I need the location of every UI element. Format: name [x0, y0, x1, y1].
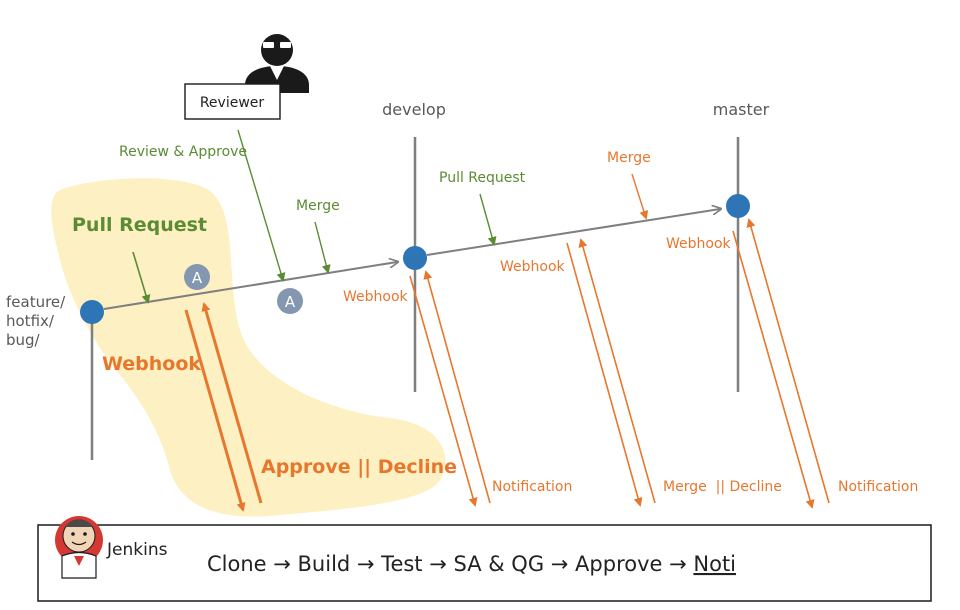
webhook-arrow-master — [732, 230, 815, 509]
webhook-label-mid: Webhook — [500, 259, 566, 275]
webhook-arrow-mid — [566, 242, 643, 507]
approval-badge: A — [184, 264, 210, 290]
feature-branch-label-2: hotfix/ — [6, 312, 55, 330]
feature-commit-node — [80, 300, 104, 324]
pipeline-steps: Clone → Build → Test → SA & QG → Approve… — [207, 552, 736, 576]
develop-to-master-arrow — [426, 209, 720, 256]
webhook-label-big: Webhook — [102, 353, 201, 375]
jenkins-pipeline-box — [37, 524, 932, 602]
review-approve-arrow — [237, 129, 286, 282]
pipeline-step-noti: Noti — [693, 552, 736, 576]
svg-text:A: A — [285, 293, 296, 311]
review-approve-label: Review & Approve — [119, 144, 247, 160]
merge-decline-arrow — [578, 238, 656, 504]
webhook-arrow-feature — [184, 309, 246, 512]
notification-arrow-develop — [423, 270, 491, 504]
svg-text:A: A — [192, 269, 203, 287]
notification-arrow-master — [746, 218, 830, 504]
jenkins-logo-icon — [55, 516, 103, 579]
merge-label-2: Merge — [607, 150, 651, 166]
jenkins-label: Jenkins — [106, 540, 168, 560]
pull-request-label-2: Pull Request — [439, 170, 526, 186]
develop-branch-label: develop — [382, 100, 446, 119]
merge-decline-label: Merge || Decline — [663, 479, 782, 495]
notification-label-develop: Notification — [492, 479, 572, 495]
merge-label-1: Merge — [296, 198, 340, 214]
approval-badge: A — [277, 288, 303, 314]
webhook-arrow-develop — [409, 275, 478, 507]
feature-branch-label-1: feature/ — [6, 293, 66, 311]
notification-label-master: Notification — [838, 479, 918, 495]
pull-request-arrow-2 — [479, 193, 497, 246]
approve-decline-label: Approve || Decline — [261, 456, 457, 478]
reviewer-label: Reviewer — [200, 95, 265, 111]
master-branch-label: master — [713, 100, 770, 119]
feature-highlight-area — [51, 178, 446, 517]
merge-arrow-1 — [314, 221, 331, 274]
merge-arrow-2 — [631, 173, 649, 220]
webhook-label-develop: Webhook — [343, 289, 409, 305]
reviewer-box — [184, 83, 281, 120]
pull-request-label-big: Pull Request — [72, 214, 207, 236]
feature-to-develop-arrow — [103, 262, 397, 310]
pull-request-arrow-1 — [132, 251, 151, 304]
approve-decline-arrow — [201, 302, 263, 504]
feature-branch-label-3: bug/ — [6, 331, 41, 349]
develop-commit-node — [403, 246, 427, 270]
webhook-label-master: Webhook — [666, 236, 732, 252]
master-commit-node — [726, 194, 750, 218]
